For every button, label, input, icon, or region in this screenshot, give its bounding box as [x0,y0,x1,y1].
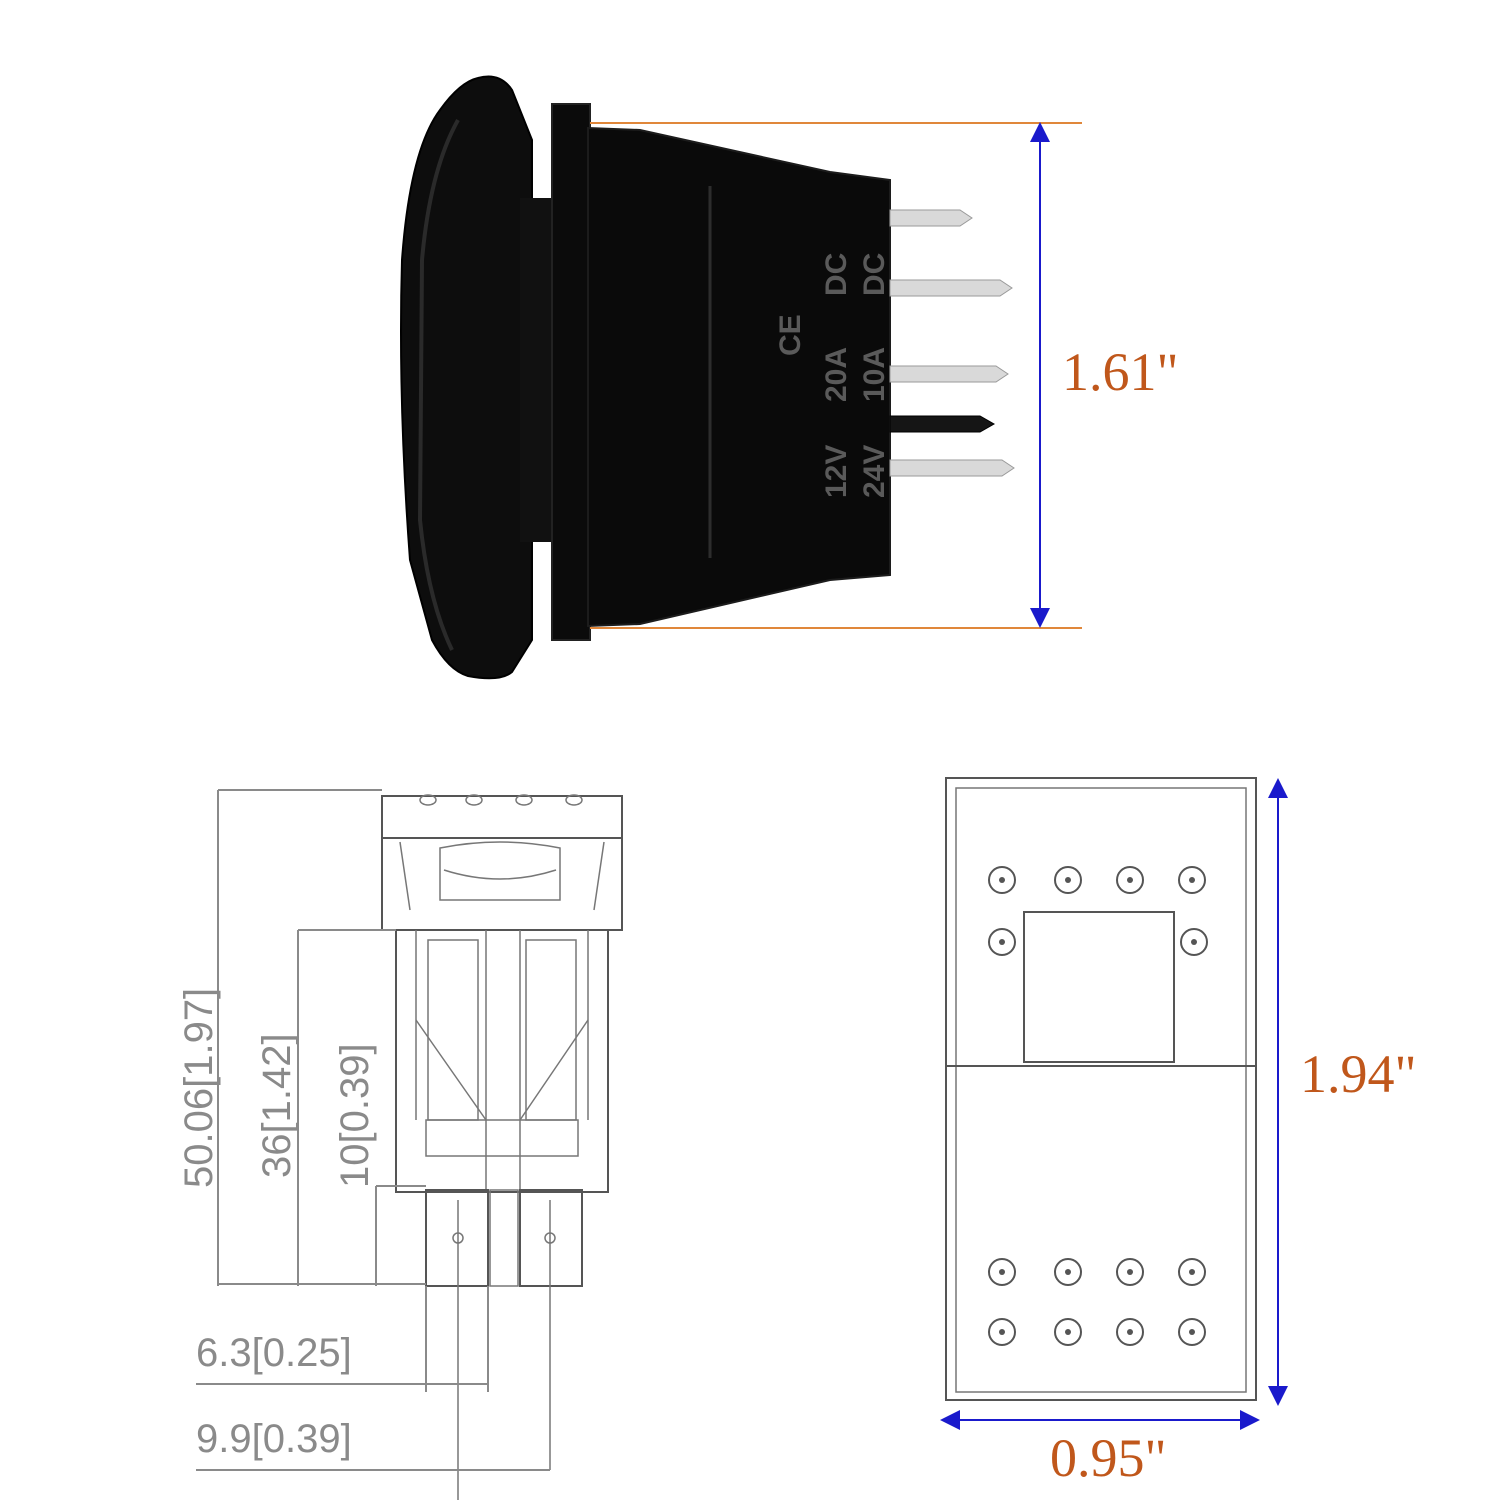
terminals [889,209,1015,477]
housing-markings: CE 12V 20A DC 24V 10A DC [774,253,891,498]
front-window [1023,911,1175,1063]
marking-amp-10: 10A [858,347,891,402]
dim-body-height: 36[1.42] [255,1033,299,1178]
front-outline [945,777,1257,1401]
terminal-4 [889,415,996,433]
ce-mark: CE [774,314,807,356]
marking-amp-20: 20A [820,347,853,402]
terminal-2 [889,279,1013,297]
dim-terminal-length: 10[0.39] [333,1043,377,1188]
side-terminal-right [519,1189,583,1287]
side-dimension-lines [196,789,550,1471]
rocker-highlight [417,119,460,651]
terminal-5 [889,459,1015,477]
side-body [395,929,609,1193]
side-terminal-left [425,1189,489,1287]
side-head [381,837,623,931]
photo-height-label: 1.61" [1062,342,1179,402]
dim-total-height: 50.06[1.97] [177,988,221,1188]
rocker-cap [400,75,533,680]
marking-voltage-12: 12V [820,445,853,498]
terminal-3 [889,365,1009,383]
switch-housing [587,126,891,628]
side-drawing [381,794,623,1500]
mounting-frame [551,103,591,641]
marking-voltage-24: 24V [858,445,891,498]
dim-terminal-width: 6.3[0.25] [196,1331,352,1375]
side-cap [381,795,623,839]
marking-dc-1: DC [820,253,853,296]
front-height-label: 1.94" [1300,1044,1417,1104]
front-led-dots [988,866,1208,1346]
front-width-label: 0.95" [1050,1428,1167,1488]
terminal-1 [889,209,973,227]
marking-dc-2: DC [858,253,891,296]
photo-height-dimension: 1.61" [590,122,1179,629]
dim-terminal-pitch: 9.9[0.39] [196,1417,352,1461]
switch-photo: CE 12V 20A DC 24V 10A DC [400,75,1015,680]
bezel-stem [520,198,556,542]
front-drawing [945,777,1257,1401]
